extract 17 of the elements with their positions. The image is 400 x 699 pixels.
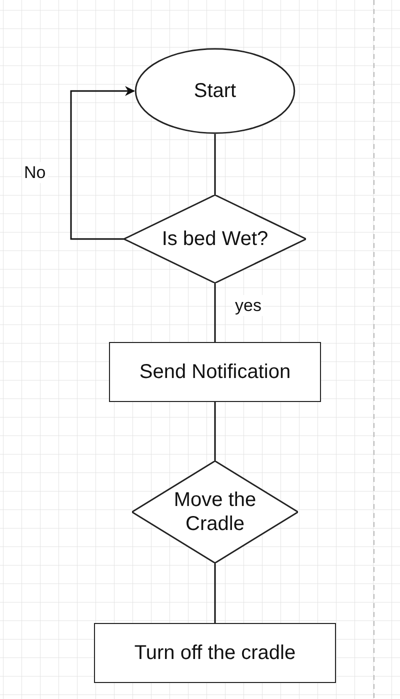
start-ellipse: [134, 48, 296, 134]
connector-line: [214, 402, 216, 461]
arrow: [70, 86, 135, 240]
process-box: [109, 342, 321, 402]
connector-line: [214, 134, 216, 195]
process-box: [94, 623, 336, 683]
node-text: Send Notification: [138, 360, 292, 384]
edge-label: yes: [233, 295, 264, 316]
decision-diamond: [124, 195, 306, 283]
node-text: Is bed Wet?: [160, 227, 270, 251]
decision-diamond: [132, 461, 298, 563]
node-text: Move the Cradle: [172, 488, 258, 536]
connector-line: [214, 283, 216, 342]
connector-line: [214, 563, 216, 623]
node-text: Turn off the cradle: [133, 641, 297, 665]
node-text: Start: [192, 79, 238, 103]
edge-label: No: [22, 162, 48, 184]
